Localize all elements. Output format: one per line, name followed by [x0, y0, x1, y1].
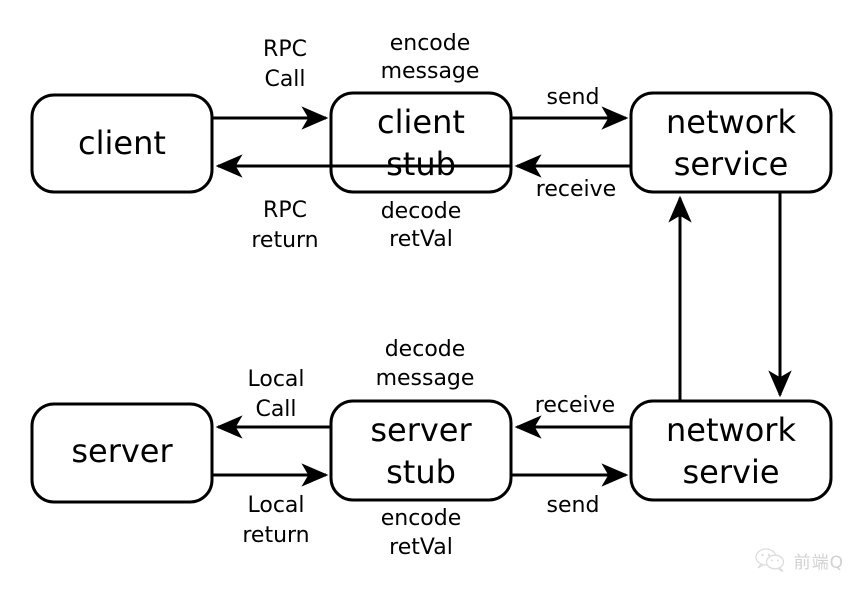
edge-label-receive-bottom: receive: [535, 393, 615, 418]
edge-label-local-call-line2: Call: [255, 397, 296, 422]
annotation-decode-retval-line1: decode: [381, 199, 462, 224]
node-network-service-top-label-line2: service: [674, 145, 789, 183]
edge-label-send-top: send: [547, 85, 600, 110]
node-network-service-bottom-label-line1: network: [666, 411, 796, 449]
edge-label-local-call-line1: Local: [247, 367, 304, 392]
node-client-stub-label-line1: client: [377, 103, 465, 141]
annotation-decode-message-line1: decode: [385, 337, 466, 362]
node-server-stub-box[interactable]: [329, 399, 513, 502]
node-server-stub-label-line2: stub: [386, 453, 456, 491]
annotation-encode-retval: encode retVal: [381, 506, 462, 560]
edge-label-rpc-return: RPC return: [251, 198, 318, 253]
annotation-encode-retval-line1: encode: [381, 506, 462, 531]
annotation-encode-message: encode message: [381, 31, 480, 84]
watermark-text: 前端Q: [793, 552, 844, 573]
annotation-encode-message-line2: message: [381, 59, 480, 84]
edge-label-send-bottom: send: [547, 493, 600, 518]
node-network-service-top[interactable]: network service: [629, 91, 833, 194]
node-network-service-top-label-line1: network: [666, 103, 796, 141]
edge-label-rpc-call-line1: RPC: [263, 37, 307, 62]
annotation-encode-retval-line2: retVal: [389, 535, 453, 560]
edge-label-rpc-call-line2: Call: [264, 67, 305, 92]
edge-label-local-return-line1: Local: [247, 493, 304, 518]
edge-label-local-call: Local Call: [247, 367, 304, 422]
watermark: 前端Q: [754, 547, 844, 573]
node-server-box[interactable]: [30, 402, 214, 504]
node-server[interactable]: server: [30, 402, 214, 504]
edge-label-receive-top: receive: [536, 177, 616, 202]
node-server-stub[interactable]: server stub: [329, 399, 513, 502]
wechat-icon: [754, 548, 784, 573]
node-client-stub-label-line2: stub: [386, 145, 456, 183]
edge-label-rpc-return-line1: RPC: [263, 198, 307, 223]
node-client-label: client: [78, 124, 166, 162]
edge-label-rpc-call: RPC Call: [263, 37, 307, 92]
node-network-service-bottom[interactable]: network servie: [629, 399, 833, 502]
annotation-decode-message-line2: message: [376, 366, 475, 391]
annotation-encode-message-line1: encode: [390, 31, 471, 56]
node-client-box[interactable]: [30, 93, 214, 194]
edge-label-local-return: Local return: [242, 493, 309, 548]
edge-label-rpc-return-line2: return: [251, 228, 318, 253]
node-network-service-top-box[interactable]: [629, 91, 833, 194]
node-network-service-bottom-box[interactable]: [629, 399, 833, 502]
node-server-label: server: [71, 432, 173, 470]
node-server-stub-label-line1: server: [370, 411, 472, 449]
annotation-decode-message: decode message: [376, 337, 475, 391]
node-client[interactable]: client: [30, 93, 214, 194]
annotation-decode-retval: decode retVal: [381, 199, 462, 252]
annotation-decode-retval-line2: retVal: [389, 227, 453, 252]
node-network-service-bottom-label-line2: servie: [682, 453, 779, 491]
node-client-stub[interactable]: client stub: [329, 91, 513, 194]
edge-label-local-return-line2: return: [242, 523, 309, 548]
